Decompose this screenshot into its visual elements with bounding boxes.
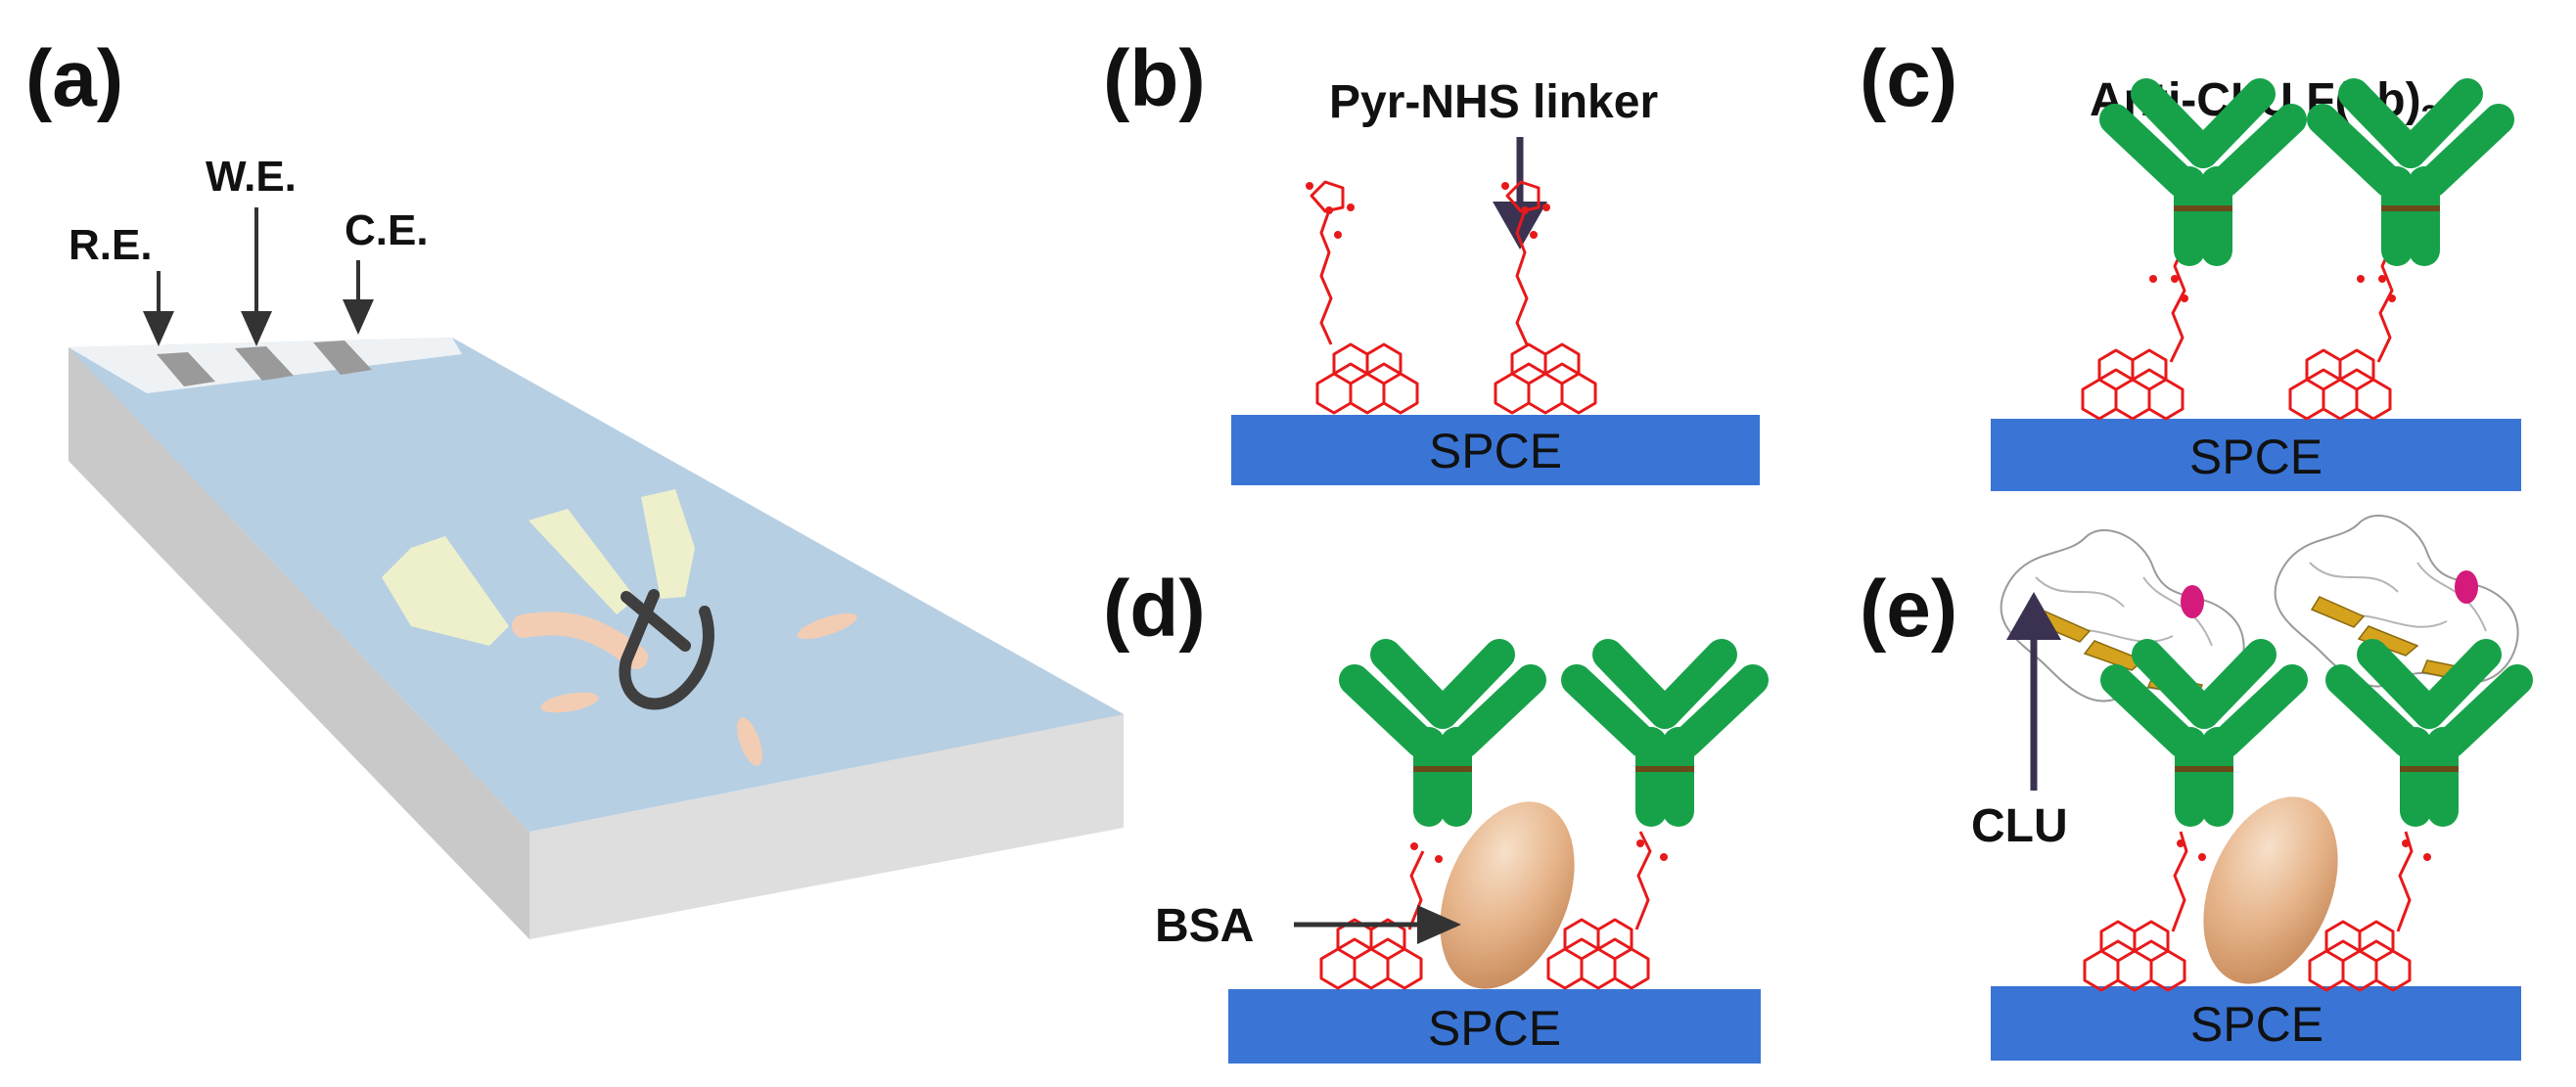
spce-label-d: SPCE <box>1428 1001 1561 1056</box>
antibody-d2 <box>1577 655 1753 811</box>
pyr-nhs-linker-label: Pyr-NHS linker <box>1329 76 1658 128</box>
working-electrode-label: W.E. <box>206 153 297 201</box>
panel-a: (a) R.E. W.E. C.E. <box>25 34 1124 939</box>
panel-d-label: (d) <box>1103 565 1206 654</box>
reference-electrode-label: R.E. <box>69 221 153 269</box>
linker-antibody-e2 <box>2308 655 2517 992</box>
bsa-label: BSA <box>1155 900 1254 952</box>
linker-antibody-2 <box>2288 94 2499 421</box>
panel-c-label: (c) <box>1860 34 1957 123</box>
spce-substrate-c <box>1991 419 2521 491</box>
we-contact-pad <box>235 346 294 381</box>
working-electrode-u <box>619 589 714 710</box>
spce-label-e: SPCE <box>2190 997 2323 1052</box>
panel-d: (d) SPCE BSA <box>1103 565 1761 1064</box>
linker-antibody-e1 <box>2083 655 2292 992</box>
counter-electrode-label: C.E. <box>345 206 429 254</box>
panel-b: (b) Pyr-NHS linker SPCE <box>1103 34 1760 485</box>
spce-label-b: SPCE <box>1429 424 1562 478</box>
re-contact-pad <box>157 352 215 386</box>
electrode-strip <box>69 338 1124 939</box>
antibody-e1 <box>2116 655 2292 811</box>
panel-e: (e) SPCE CLU <box>1860 514 2521 1061</box>
pyr-nhs-molecule-2 <box>1494 180 1597 415</box>
panel-a-label: (a) <box>25 34 123 123</box>
linker-antibody-1 <box>2081 94 2291 421</box>
linker-antibody-d1 <box>1319 655 1531 990</box>
pyr-nhs-molecule-1 <box>1306 180 1419 415</box>
re-trace <box>382 536 509 646</box>
clu-label: CLU <box>1971 800 2068 852</box>
antibody-d1 <box>1355 655 1531 811</box>
we-trace <box>529 509 636 614</box>
linker-antibody-d2 <box>1546 655 1753 990</box>
spce-substrate-b <box>1231 415 1760 485</box>
ce-contact-pad <box>313 340 372 375</box>
spce-label-c: SPCE <box>2189 430 2323 484</box>
ce-trace <box>641 489 695 599</box>
spce-substrate-d <box>1228 989 1761 1064</box>
panel-c: (c) Anti-CLU F(ab)2 SPCE <box>1860 34 2521 491</box>
bsa-protein <box>1440 801 1575 989</box>
panel-b-label: (b) <box>1103 34 1206 123</box>
spce-substrate-e <box>1991 986 2521 1061</box>
panel-e-label: (e) <box>1860 565 1957 654</box>
bsa-protein-e <box>2203 796 2338 984</box>
